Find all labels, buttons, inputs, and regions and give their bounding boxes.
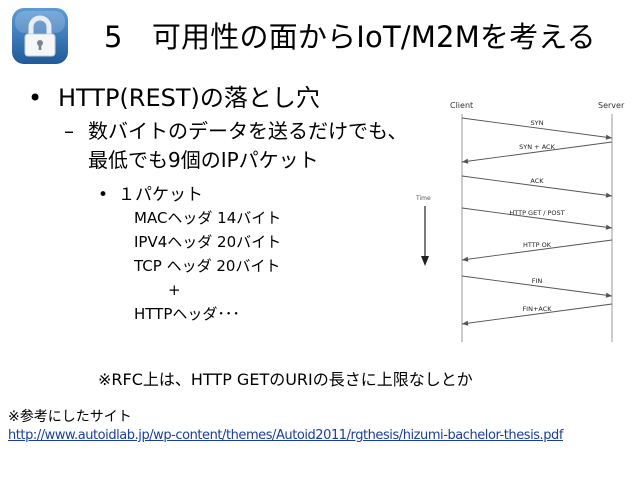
header-size-ipv4: IPV4ヘッダ 20バイト [134, 233, 282, 251]
header-size-mac: MACヘッダ 14バイト [134, 209, 282, 227]
lock-icon [12, 8, 68, 64]
message-arrow-head [605, 192, 612, 198]
time-label: Time [415, 195, 431, 202]
bullet-packet-count-line1: 数バイトのデータを送るだけでも、 [88, 119, 408, 143]
message-arrow [461, 207, 613, 229]
message-arrow [461, 275, 613, 297]
reference-label: ※参考にしたサイト [8, 409, 132, 425]
message-arrow-head [462, 158, 469, 164]
slide-title: 5 可用性の面からIoT/M2Mを考える [104, 20, 596, 54]
bullet-packet-count: –数バイトのデータを送るだけでも、 最低でも9個のIPパケット [64, 117, 407, 175]
bullet-one-packet: • １パケット [98, 180, 203, 205]
bullet-http-pitfall-text: HTTP(REST)の落とし穴 [58, 84, 320, 112]
bullet-dot-icon: • [28, 84, 43, 112]
rfc-note: ※RFC上は、HTTP GETのURIの長さに上限なしとか [98, 370, 473, 389]
header-size-http: HTTPヘッダ･･･ [134, 305, 240, 323]
message-arrow-head [605, 292, 612, 298]
bullet-dot-icon: • [98, 185, 109, 205]
message-arrow [461, 141, 613, 163]
reference-link[interactable]: http://www.autoidlab.jp/wp-content/theme… [8, 428, 563, 443]
message-label: SYN + ACK [519, 143, 555, 151]
server-label: Server [598, 101, 625, 110]
tcp-http-sequence-diagram: Client Server Time SYN SYN + ACK ACK HTTP G… [415, 101, 625, 342]
client-label: Client [450, 101, 473, 110]
header-size-plus: + [168, 281, 181, 299]
message-arrow-head [462, 320, 469, 326]
bullet-one-packet-text: １パケット [118, 185, 203, 205]
message-label: FIN+ACK [522, 305, 552, 313]
message-label: HTTP OK [523, 241, 552, 249]
message-label: HTTP GET / POST [509, 209, 564, 217]
header-size-tcp: TCP ヘッダ 20バイト [134, 257, 281, 275]
time-arrow-head [421, 256, 429, 266]
dash-icon: – [64, 119, 74, 143]
header-size-list: MACヘッダ 14バイト IPV4ヘッダ 20バイト TCP ヘッダ 20バイト… [134, 206, 281, 326]
message-arrow [461, 117, 613, 139]
message-arrow-head [462, 256, 469, 262]
message-arrow-head [605, 134, 612, 140]
message-label: SYN [531, 119, 544, 127]
bullet-packet-count-line2: 最低でも9個のIPパケット [88, 148, 319, 172]
message-arrow [461, 303, 613, 325]
bullet-http-pitfall: • HTTP(REST)の落とし穴 [28, 78, 320, 113]
message-label: ACK [530, 177, 544, 185]
message-arrow-head [605, 224, 612, 230]
message-arrow [461, 175, 613, 197]
sequence-messages: SYN SYN + ACK ACK HTTP GET / POST HTTP OK FIN… [461, 117, 613, 326]
message-label: FIN [532, 277, 543, 285]
message-arrow [461, 239, 613, 261]
